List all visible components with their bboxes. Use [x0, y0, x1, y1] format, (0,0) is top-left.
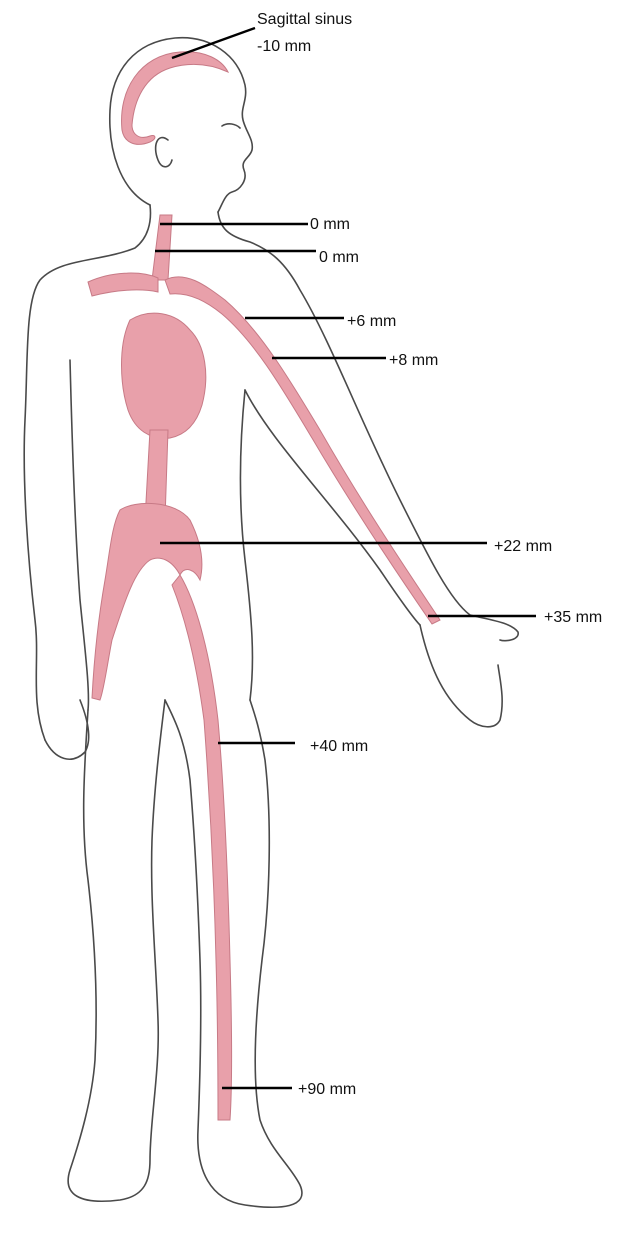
torso-right-outline — [240, 390, 252, 700]
left-hand-outline — [45, 700, 89, 759]
label-shoulder: +6 mm — [347, 313, 396, 330]
right-subclavian-vessel — [88, 273, 158, 296]
label-wrist: +35 mm — [544, 609, 602, 626]
label-neck-lower: 0 mm — [319, 249, 359, 266]
label-thigh: +40 mm — [310, 738, 368, 755]
arm-artery-vessel — [165, 277, 440, 624]
right-leg-outline — [165, 700, 302, 1207]
heart — [122, 313, 206, 438]
label-sagittal-sinus-name: Sagittal sinus — [257, 11, 352, 28]
pressure-labels: Sagittal sinus -10 mm 0 mm 0 mm +6 mm +8… — [257, 11, 602, 1098]
ear-outline — [156, 138, 172, 167]
leader-lines — [155, 28, 536, 1088]
label-abdomen: +22 mm — [494, 538, 552, 555]
hand-outline — [420, 625, 502, 727]
left-leg-outline — [68, 700, 165, 1201]
left-arm-inner-outline — [70, 360, 88, 710]
label-sagittal-sinus-value: -10 mm — [257, 38, 311, 55]
sagittal-sinus-vessel — [122, 52, 228, 145]
label-upper-arm: +8 mm — [389, 352, 438, 369]
neck-right-outline — [218, 212, 518, 641]
vessel-network — [88, 52, 440, 1120]
inner-arm-outline — [245, 390, 420, 625]
eye-outline — [222, 124, 240, 128]
leg-artery-vessel — [172, 575, 232, 1120]
leader-sagittal-sinus — [172, 28, 255, 58]
label-neck-upper: 0 mm — [310, 216, 350, 233]
label-ankle: +90 mm — [298, 1081, 356, 1098]
